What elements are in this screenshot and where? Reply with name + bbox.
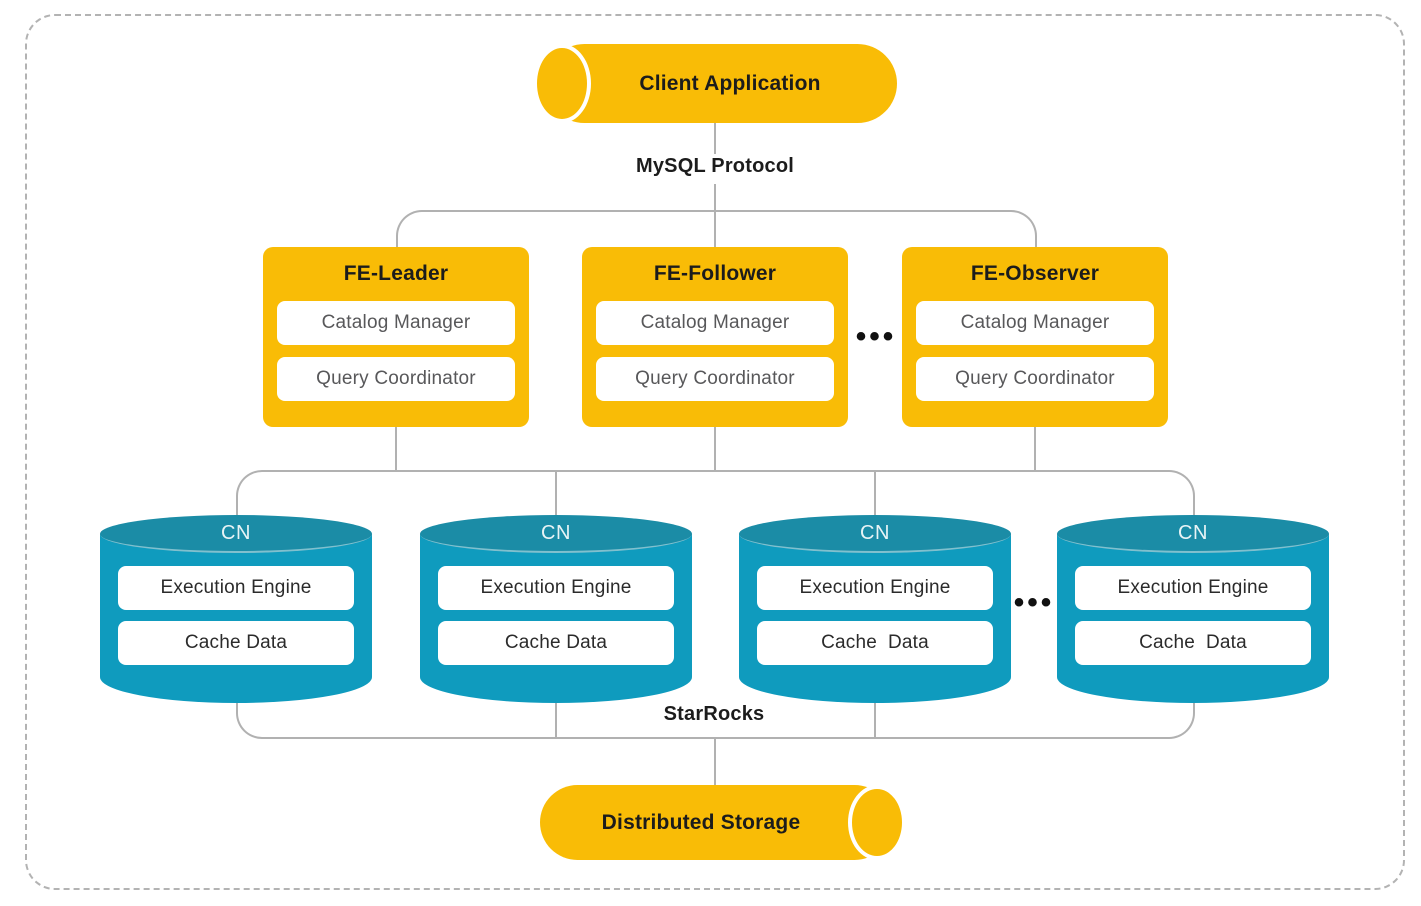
connector-fe-leader-down	[395, 427, 397, 470]
connector-cn-bottom-bus	[236, 700, 1195, 739]
connector-cn3-to-bus	[874, 700, 876, 739]
connector-fe-observer-down	[1034, 427, 1036, 470]
cn-4-execution-engine: Execution Engine	[1075, 566, 1311, 610]
connector-fe-top-bus	[396, 210, 1037, 248]
connector-protocol-to-fe	[714, 184, 716, 248]
cn-node-3: CN Execution Engine Cache Data	[739, 515, 1011, 703]
cn-node-4: CN Execution Engine Cache Data	[1057, 515, 1329, 703]
client-cylinder-cap	[533, 44, 591, 123]
fe-observer-query-coordinator: Query Coordinator	[916, 357, 1154, 401]
cn-3-cache-data: Cache Data	[757, 621, 993, 665]
cn-2-execution-engine: Execution Engine	[438, 566, 674, 610]
fe-follower-query-coordinator: Query Coordinator	[596, 357, 834, 401]
dashed-border-frame	[25, 14, 1405, 890]
cn-1-title: CN	[100, 515, 372, 553]
fe-follower-node: FE-Follower Catalog Manager Query Coordi…	[582, 247, 848, 427]
client-application-node: Client Application	[533, 44, 897, 123]
cn-node-2: CN Execution Engine Cache Data	[420, 515, 692, 703]
storage-cylinder-body	[540, 785, 892, 860]
connector-bus-to-storage	[714, 739, 716, 785]
connector-bus-to-cn3	[874, 470, 876, 515]
client-application-label: Client Application	[639, 71, 821, 95]
cn-2-title: CN	[420, 515, 692, 553]
cn-4-cylinder-body	[1057, 534, 1329, 703]
fe-leader-query-coordinator: Query Coordinator	[277, 357, 515, 401]
cn-3-execution-engine: Execution Engine	[757, 566, 993, 610]
connector-client-to-protocol	[714, 123, 716, 154]
connector-cn-top-bus	[236, 470, 1195, 515]
cn-3-title: CN	[739, 515, 1011, 553]
client-cylinder-body	[545, 44, 897, 123]
storage-cylinder-cap	[848, 785, 906, 860]
cn-node-1: CN Execution Engine Cache Data	[100, 515, 372, 703]
connector-fe-follower-down	[714, 427, 716, 470]
fe-leader-title: FE-Leader	[343, 262, 449, 285]
fe-observer-title: FE-Observer	[970, 262, 1100, 285]
fe-follower-title: FE-Follower	[653, 262, 777, 285]
mysql-protocol-label: MySQL Protocol	[635, 155, 794, 177]
fe-observer-catalog-manager: Catalog Manager	[916, 301, 1154, 345]
fe-follower-catalog-manager: Catalog Manager	[596, 301, 834, 345]
starrocks-label: StarRocks	[663, 703, 765, 725]
distributed-storage-label: Distributed Storage	[601, 810, 801, 834]
distributed-storage-node: Distributed Storage	[540, 785, 906, 860]
cn-1-cache-data: Cache Data	[118, 621, 354, 665]
cn-2-cache-data: Cache Data	[438, 621, 674, 665]
fe-leader-node: FE-Leader Catalog Manager Query Coordina…	[263, 247, 529, 427]
cn-4-cache-data: Cache Data	[1075, 621, 1311, 665]
cn-1-cylinder-body	[100, 534, 372, 703]
cn-4-title: CN	[1057, 515, 1329, 553]
fe-ellipsis-dots: •••	[855, 320, 897, 353]
fe-leader-catalog-manager: Catalog Manager	[277, 301, 515, 345]
cn-ellipsis-dots: •••	[1013, 586, 1055, 619]
connector-cn2-to-bus	[555, 700, 557, 739]
cn-3-cylinder-body	[739, 534, 1011, 703]
fe-observer-node: FE-Observer Catalog Manager Query Coordi…	[902, 247, 1168, 427]
cn-1-execution-engine: Execution Engine	[118, 566, 354, 610]
cn-2-cylinder-body	[420, 534, 692, 703]
connector-bus-to-cn2	[555, 470, 557, 515]
